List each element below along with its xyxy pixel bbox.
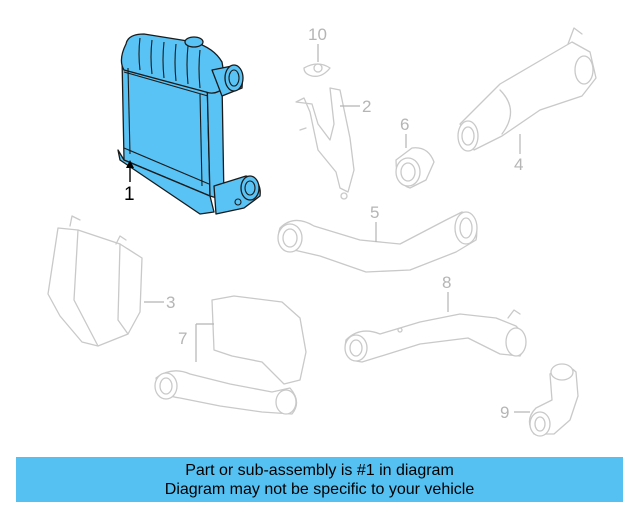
charge-pipe-part-8[interactable] [344, 309, 527, 363]
bracket-part-2[interactable] [295, 87, 355, 200]
banner-line-1: Part or sub-assembly is #1 in diagram [185, 461, 454, 479]
elbow-hose-part-9[interactable] [528, 363, 579, 437]
callout-label-3[interactable]: 3 [166, 293, 175, 312]
callout-label-7[interactable]: 7 [178, 329, 187, 348]
callout-label-1[interactable]: 1 [124, 184, 135, 205]
grommet-part-10[interactable] [303, 63, 331, 77]
charge-pipe-part-5[interactable] [277, 211, 478, 273]
coupler-part-6[interactable] [395, 147, 435, 189]
callout-label-4[interactable]: 4 [514, 155, 523, 174]
intercooler-part-1[interactable] [117, 33, 261, 215]
callout-label-8[interactable]: 8 [442, 273, 451, 292]
callout-label-5[interactable]: 5 [370, 203, 379, 222]
intake-duct-part-4[interactable] [457, 27, 597, 152]
air-shroud-part-3[interactable] [47, 215, 143, 347]
lower-duct-part-7[interactable] [154, 295, 307, 415]
callout-label-2[interactable]: 2 [362, 97, 371, 116]
callout-label-9[interactable]: 9 [500, 403, 509, 422]
callout-label-6[interactable]: 6 [400, 115, 409, 134]
callout-label-10[interactable]: 10 [308, 25, 327, 44]
info-banner: Part or sub-assembly is #1 in diagram Di… [16, 457, 623, 502]
parts-diagram: 1 10 2 6 4 5 [47, 25, 597, 437]
callout-arrow-1 [126, 160, 134, 168]
banner-line-2: Diagram may not be specific to your vehi… [164, 480, 475, 498]
